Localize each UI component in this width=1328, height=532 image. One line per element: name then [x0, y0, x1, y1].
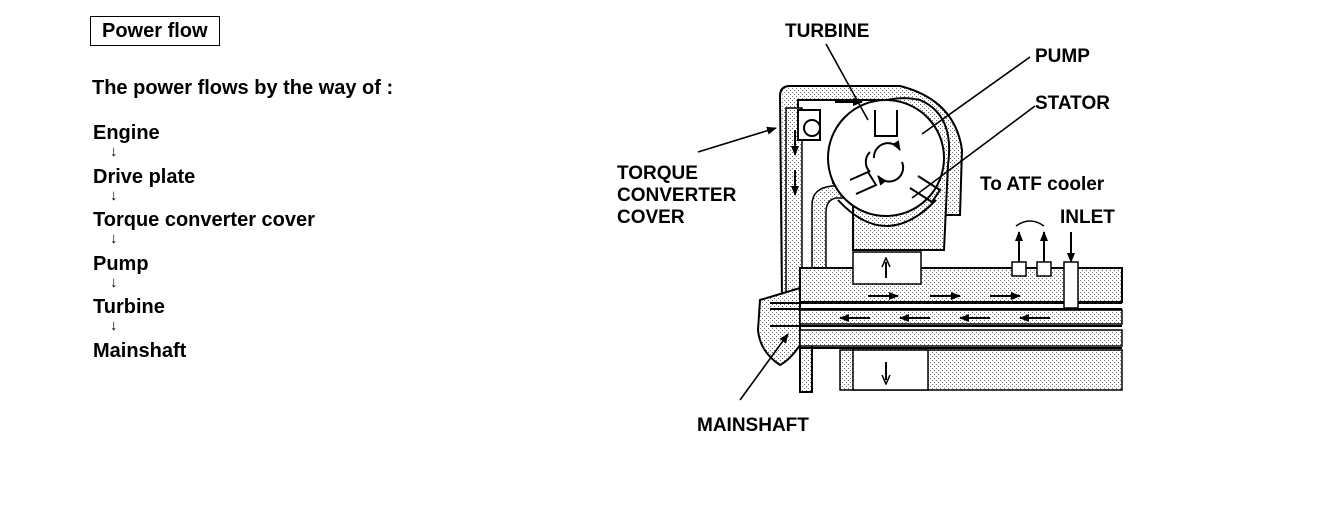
section-title: Power flow: [90, 16, 220, 46]
flow-step-torque-converter-cover: Torque converter cover ↓: [93, 207, 315, 251]
down-arrow-icon: ↓: [110, 186, 118, 204]
flow-step-pump: Pump ↓: [93, 251, 315, 295]
flow-step-mainshaft: Mainshaft: [93, 338, 315, 382]
pump-turbine-body: [827, 97, 951, 251]
torque-converter-cover-label-line1: TORQUE: [617, 163, 698, 184]
flow-step-label: Mainshaft: [93, 339, 187, 362]
leader-lines: [697, 43, 1036, 401]
intro-text: The power flows by the way of :: [92, 77, 394, 99]
down-arrow-icon: ↓: [110, 143, 118, 160]
flow-step-engine: Engine ↓: [93, 120, 315, 164]
flow-step-label: Pump: [93, 252, 149, 275]
flow-step-turbine: Turbine ↓: [93, 294, 315, 338]
down-arrow-icon: ↓: [110, 317, 118, 334]
atf-cooler-ports: [1011, 220, 1079, 309]
flow-step-drive-plate: Drive plate ↓: [93, 164, 315, 208]
flow-step-label: Torque converter cover: [93, 209, 315, 231]
torque-converter-cover-label-line3: COVER: [617, 207, 685, 228]
stator-label: STATOR: [1035, 93, 1110, 114]
down-arrow-icon: ↓: [110, 230, 118, 247]
down-arrow-icon: ↓: [110, 273, 118, 291]
torque-converter-cover-label-line2: CONVERTER: [617, 185, 737, 206]
inlet-label: INLET: [1060, 207, 1115, 228]
mainshaft-label: MAINSHAFT: [697, 415, 809, 436]
pump-label: PUMP: [1035, 46, 1090, 67]
piston-detail: [797, 109, 821, 141]
atf-cooler-label: To ATF cooler: [980, 174, 1105, 195]
flow-step-label: Drive plate: [93, 165, 196, 188]
turbine-label: TURBINE: [785, 21, 869, 42]
torque-converter-diagram: TURBINE PUMP STATOR TORQUE CONVERTER COV…: [617, 21, 1123, 436]
flow-step-label: Engine: [93, 122, 160, 144]
flow-step-label: Turbine: [93, 296, 165, 318]
power-flow-list: Engine ↓ Drive plate ↓ Torque converter …: [93, 120, 315, 381]
